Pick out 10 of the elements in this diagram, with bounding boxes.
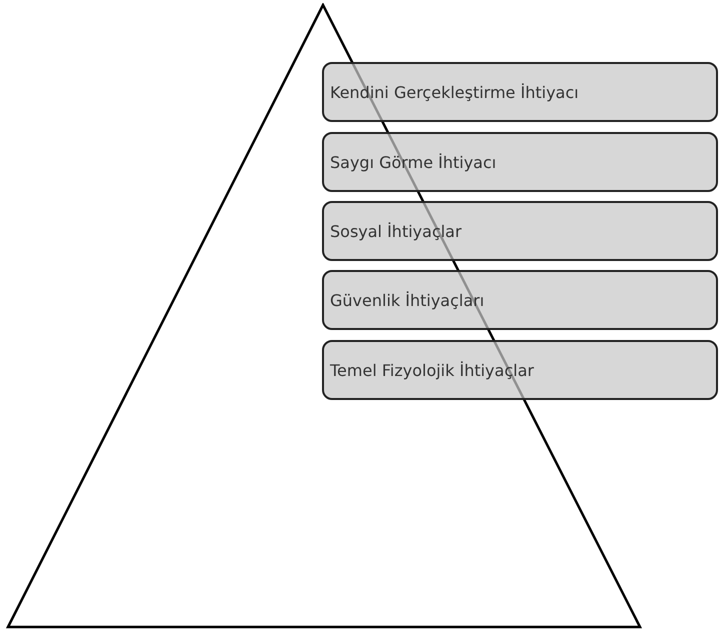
level-label: Sosyal İhtiyaçlar xyxy=(330,222,462,240)
level-box xyxy=(322,270,718,330)
level-box xyxy=(322,201,718,261)
level-label: Kendini Gerçekleştirme İhtiyacı xyxy=(330,82,579,102)
level-box xyxy=(322,62,718,122)
level-box xyxy=(322,132,718,192)
level-box xyxy=(322,340,718,400)
level-label: Güvenlik İhtiyaçları xyxy=(330,290,484,310)
level-label: Saygı Görme İhtiyacı xyxy=(330,152,496,172)
level-label: Temel Fizyolojik İhtiyaçlar xyxy=(330,360,534,380)
